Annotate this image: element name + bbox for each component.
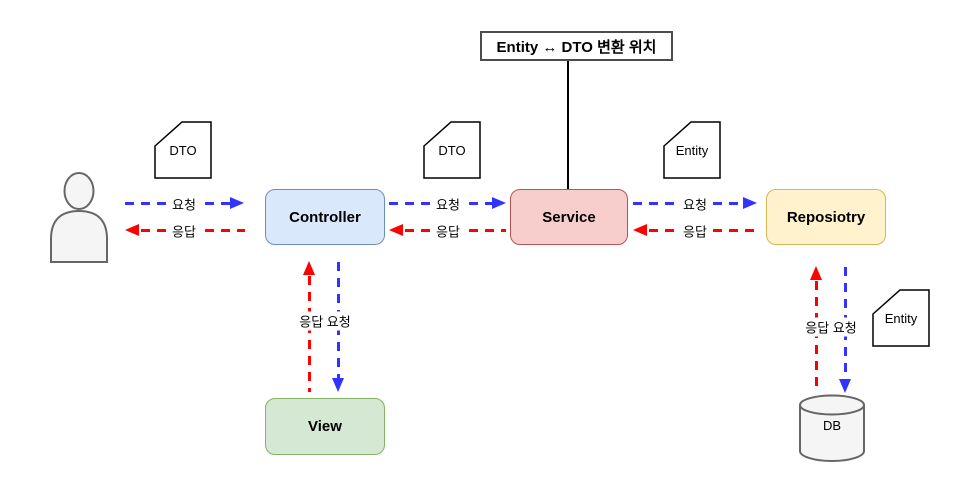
- response-arrow-db-repository: [815, 281, 818, 392]
- entity-document-label: Entity: [675, 142, 709, 158]
- repository-label: Reposiotry: [786, 208, 866, 226]
- request-label: 요청: [169, 194, 199, 214]
- annotation-connector-line: [567, 61, 569, 189]
- response-request-label: 응답 요청: [802, 317, 860, 337]
- repository-box: Reposiotry: [766, 189, 886, 245]
- request-label: 요청: [433, 194, 463, 214]
- controller-box: Controller: [265, 189, 385, 245]
- user-icon: [48, 171, 110, 263]
- annotation-label: Entity ↔ DTO 변환 위치: [496, 38, 657, 56]
- response-label: 응답: [433, 221, 463, 241]
- response-arrow-view-controller: [308, 276, 311, 392]
- request-label: 요청: [680, 194, 710, 214]
- entity-document-label: Entity: [884, 310, 918, 326]
- response-arrowhead-icon: [389, 224, 403, 236]
- database-label: DB: [822, 418, 842, 433]
- dto-document-label: DTO: [438, 142, 466, 158]
- annotation-box: Entity ↔ DTO 변환 위치: [480, 31, 673, 61]
- view-label: View: [308, 418, 342, 435]
- request-arrowhead-icon: [332, 378, 344, 392]
- request-arrowhead-icon: [743, 197, 757, 209]
- response-label: 응답: [680, 221, 710, 241]
- dto-document-label: DTO: [169, 142, 197, 158]
- response-arrowhead-icon: [303, 261, 315, 275]
- response-arrowhead-icon: [125, 224, 139, 236]
- request-arrowhead-icon: [230, 197, 244, 209]
- response-arrowhead-icon: [810, 266, 822, 280]
- entity-document-icon: Entity: [663, 121, 721, 179]
- service-label: Service: [542, 208, 596, 226]
- view-box: View: [265, 398, 385, 455]
- dto-document-icon: DTO: [423, 121, 481, 179]
- controller-label: Controller: [289, 208, 361, 226]
- response-arrowhead-icon: [633, 224, 647, 236]
- service-box: Service: [510, 189, 628, 245]
- response-request-label: 응답 요청: [296, 311, 354, 331]
- request-arrowhead-icon: [839, 379, 851, 393]
- request-arrowhead-icon: [492, 197, 506, 209]
- database-cylinder-icon: DB: [799, 394, 865, 463]
- dto-document-icon: DTO: [154, 121, 212, 179]
- entity-document-icon: Entity: [872, 289, 930, 347]
- response-label: 응답: [169, 221, 199, 241]
